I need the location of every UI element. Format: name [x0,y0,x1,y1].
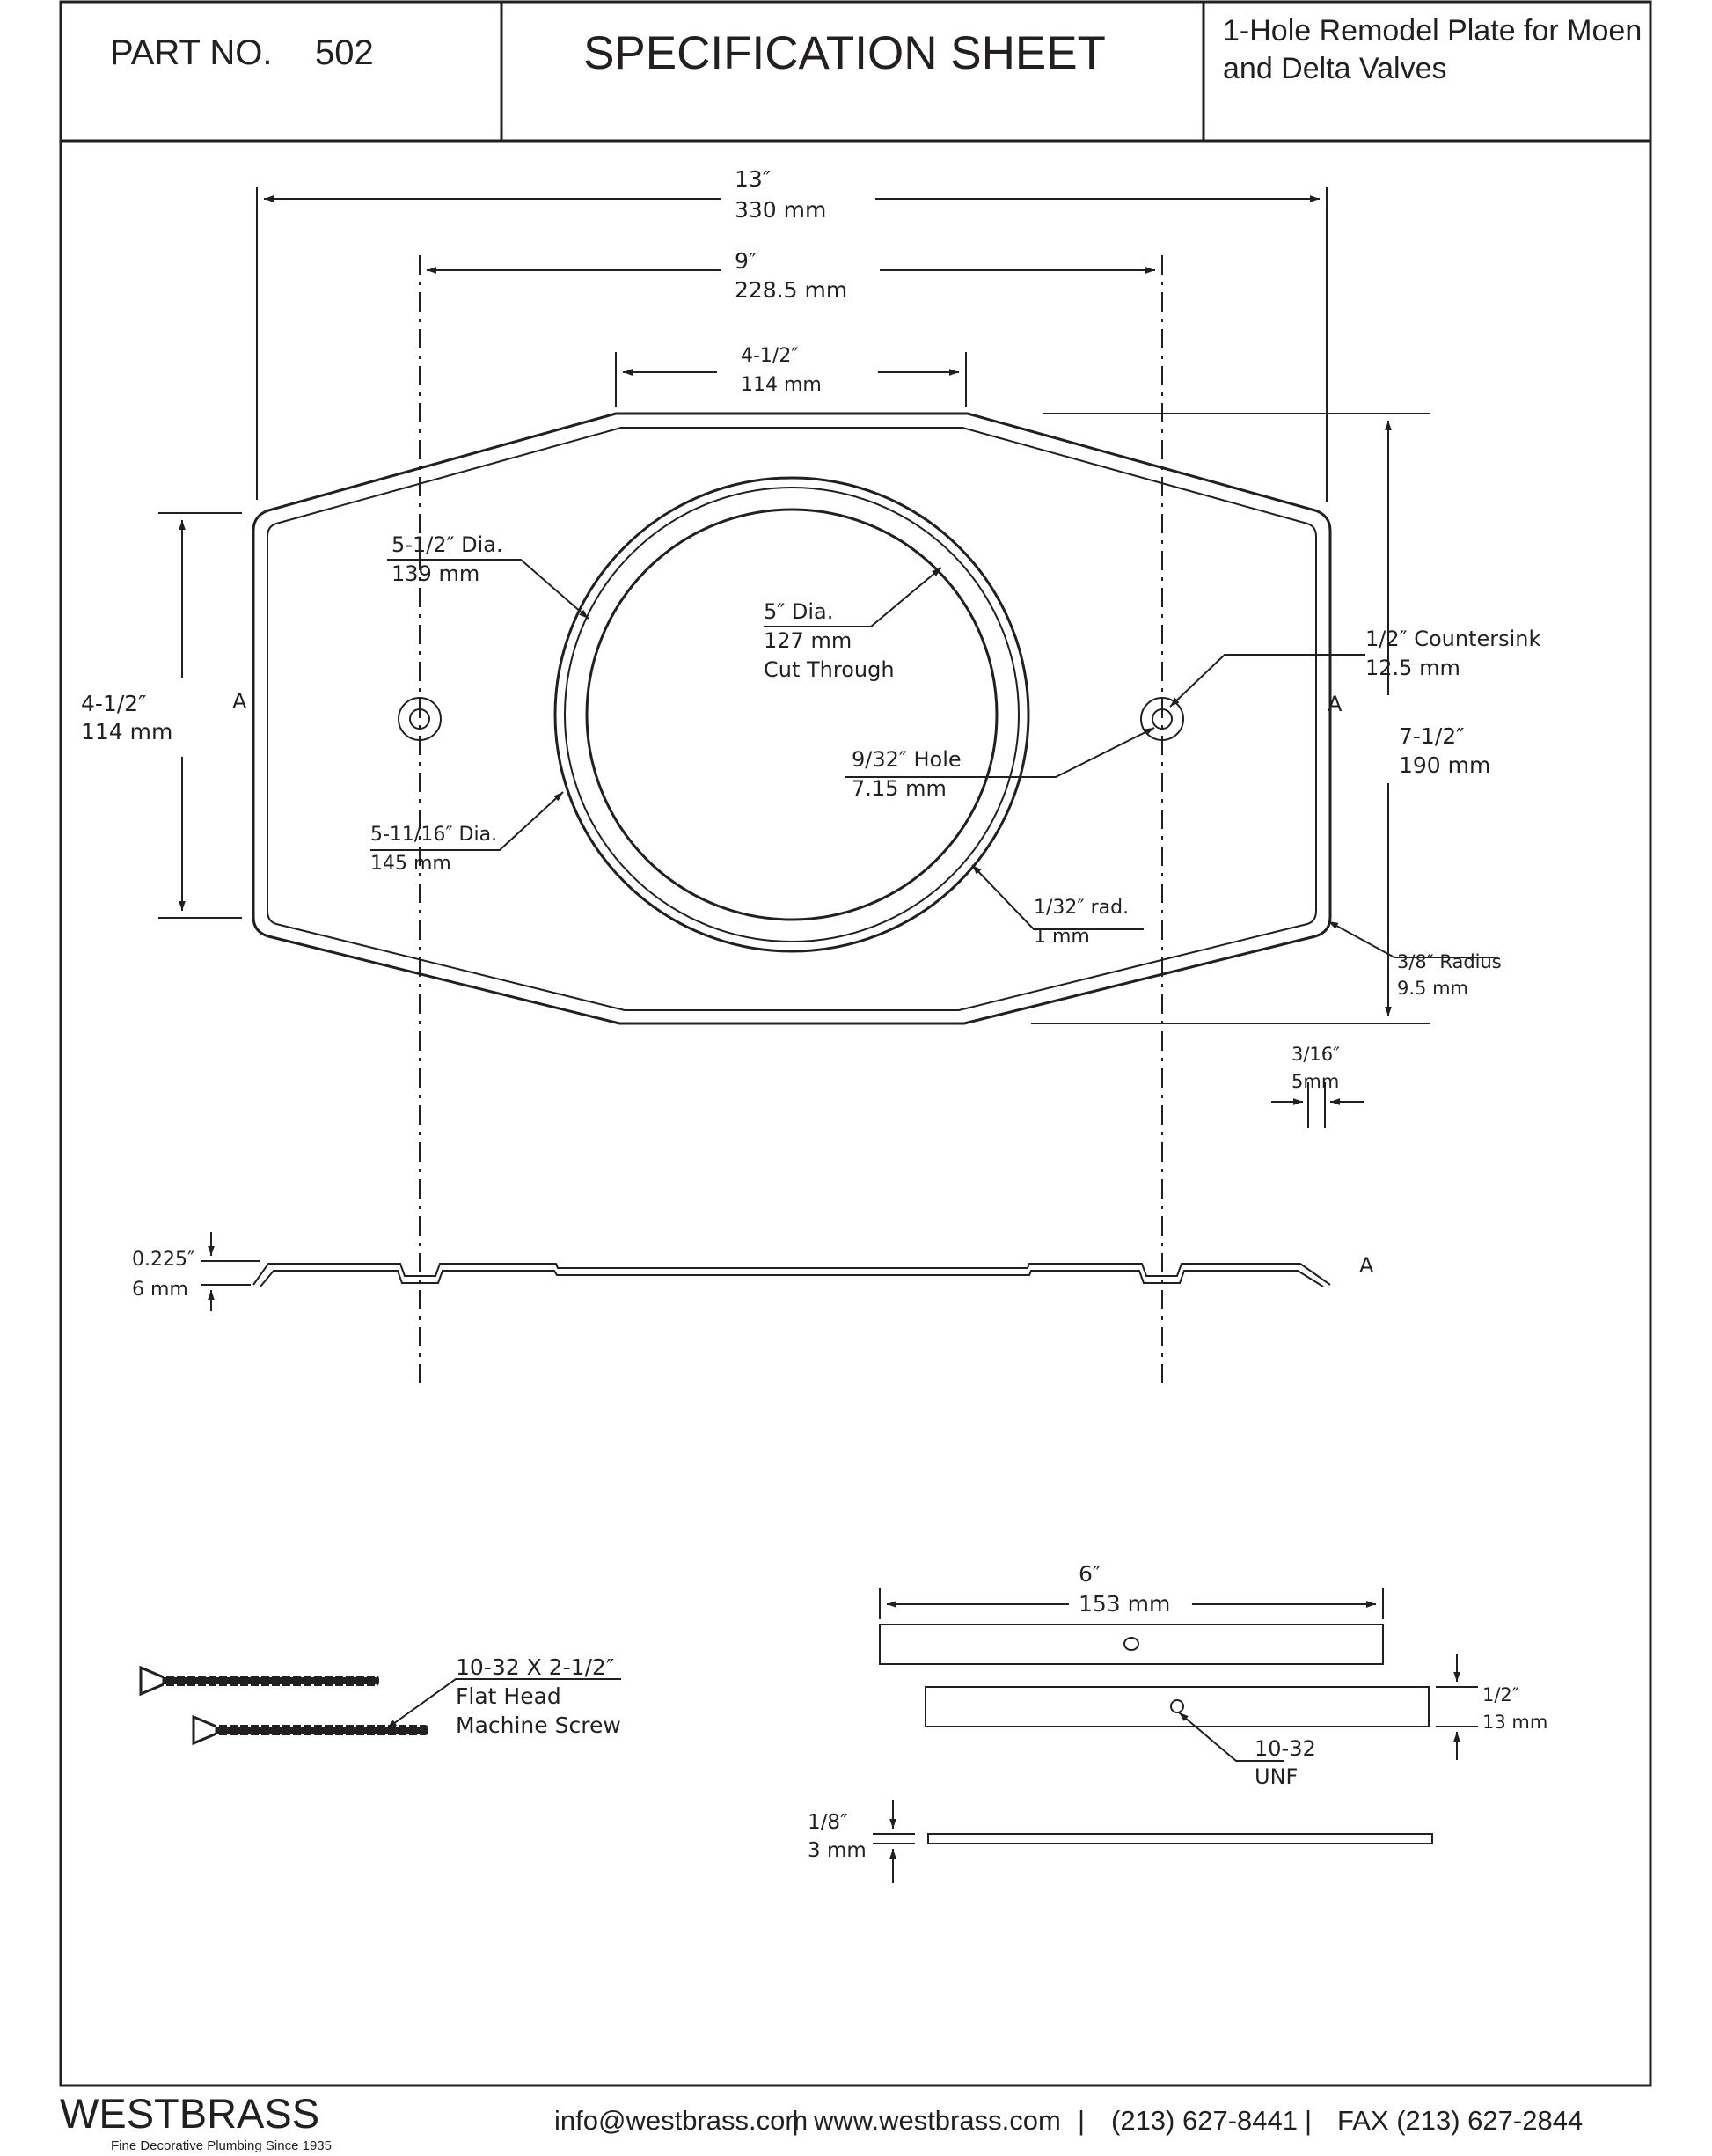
corner-radius: 3/8″ Radius [1397,951,1502,972]
inner-ring-mm: 139 mm [391,561,479,586]
footer-fax: FAX (213) 627-2844 [1337,2105,1583,2136]
screw-drawing: 10-32 X 2-1/2″ Flat Head Machine Screw [139,1654,621,1746]
drawing-frame [59,139,1652,2087]
cut-mm: 127 mm [764,628,852,653]
profile-height-mm: 6 mm [132,1279,188,1301]
plate-side-profile: 0.225″ 6 mm A [132,1232,1374,1311]
dim-top-edge-mm: 114 mm [741,374,822,396]
part-label: PART NO. [110,33,273,72]
title-block: PART NO. 502 SPECIFICATION SHEET 1-Hole … [59,0,1652,143]
dim-hole-spacing-mm: 228.5 mm [735,277,847,303]
profile-top-edge [252,1263,1331,1286]
rim-width-in: 3/16″ [1291,1044,1340,1065]
footer-email[interactable]: info@westbrass.com [554,2105,808,2136]
leader-lines [370,559,1498,958]
footer-website[interactable]: www.westbrass.com [813,2105,1061,2136]
centerlines [419,255,1163,1386]
cut-note: Cut Through [764,657,895,682]
footer-phone: (213) 627-8441 [1111,2105,1298,2136]
cut-dia: 5″ Dia. [764,599,833,624]
footer-separator-3: | [1305,2105,1312,2136]
section-label-profile: A [1359,1253,1374,1278]
section-label-right: A [1328,692,1343,716]
edge-rad: 1/32″ rad. [1034,897,1129,919]
plate-inner-edge [267,427,1317,1011]
dim-side-height-mm: 114 mm [81,719,172,744]
screw-2 [192,1714,428,1746]
bracket-front-view [925,1686,1430,1727]
sheet-title: SPECIFICATION SHEET [583,27,1106,79]
screw-type-line2: Machine Screw [456,1712,621,1738]
brand-tagline: Fine Decorative Plumbing Since 1935 [111,2138,332,2153]
dim-overall-width-in: 13″ [735,166,771,192]
mounting-bracket: 6″ 153 mm 10-32 UNF 1/2″ 13 mm 1/8″ 3 mm [808,1561,1547,1883]
inner-ring-dia: 5-1/2″ Dia. [391,532,503,557]
bracket-height-mm: 13 mm [1482,1712,1547,1733]
screw-spec: 10-32 X 2-1/2″ [456,1654,614,1680]
bracket-thread-line1: 10-32 [1255,1736,1316,1761]
plate-top-view [252,412,1332,1025]
footer: WESTBRASS Fine Decorative Plumbing Since… [60,2090,1583,2153]
middle-ring [564,487,1020,942]
outer-ring-mm: 145 mm [370,853,451,875]
bracket-center-hole [1123,1637,1139,1651]
bracket-top-view [879,1624,1384,1665]
dim-overall-height-mm: 190 mm [1399,752,1490,778]
bracket-thickness-in: 1/8″ [808,1811,848,1834]
bracket-length-mm: 153 mm [1079,1591,1170,1617]
bracket-thread-line2: UNF [1255,1764,1298,1789]
corner-radius-mm: 9.5 mm [1397,978,1468,999]
brand-logo: WESTBRASS [60,2090,319,2137]
cut-through-circle [585,508,999,921]
dim-side-height-in: 4-1/2″ [81,691,147,716]
hole-mm: 7.15 mm [852,776,947,801]
bracket-length-in: 6″ [1079,1561,1101,1587]
dim-overall-height-in: 7-1/2″ [1399,723,1465,749]
dimension-labels: 13″ 330 mm 9″ 228.5 mm 4-1/2″ 114 mm 4-1… [81,166,1541,1092]
screw-type-line1: Flat Head [456,1683,561,1709]
bracket-height-in: 1/2″ [1482,1684,1519,1705]
product-description-line1: 1-Hole Remodel Plate for Moen [1223,14,1642,48]
countersink-mm: 12.5 mm [1365,656,1460,680]
section-label-left: A [232,689,247,714]
part-number: 502 [315,33,374,72]
countersink-label: 1/2″ Countersink [1365,627,1541,651]
outer-ring [553,476,1030,953]
bracket-thickness-mm: 3 mm [808,1839,867,1862]
product-description-line2: and Delta Valves [1223,52,1447,85]
footer-separator-2: | [1078,2105,1085,2136]
rim-width-mm: 5mm [1291,1071,1339,1092]
dim-top-edge-in: 4-1/2″ [741,345,799,367]
bracket-tapped-hole [1170,1699,1184,1713]
bracket-side-view [927,1833,1433,1844]
dimension-lines [158,187,1430,1128]
plate-outline [252,412,1332,1025]
edge-rad-mm: 1 mm [1034,926,1090,948]
profile-height-in: 0.225″ [132,1249,194,1271]
hole-label: 9/32″ Hole [852,747,962,772]
profile-bottom-edge [260,1270,1324,1287]
dim-hole-spacing-in: 9″ [735,248,757,274]
footer-separator-1: | [792,2105,799,2136]
screw-1 [139,1665,379,1697]
outer-ring-dia: 5-11/16″ Dia. [370,824,497,846]
dim-overall-width-mm: 330 mm [735,197,826,223]
